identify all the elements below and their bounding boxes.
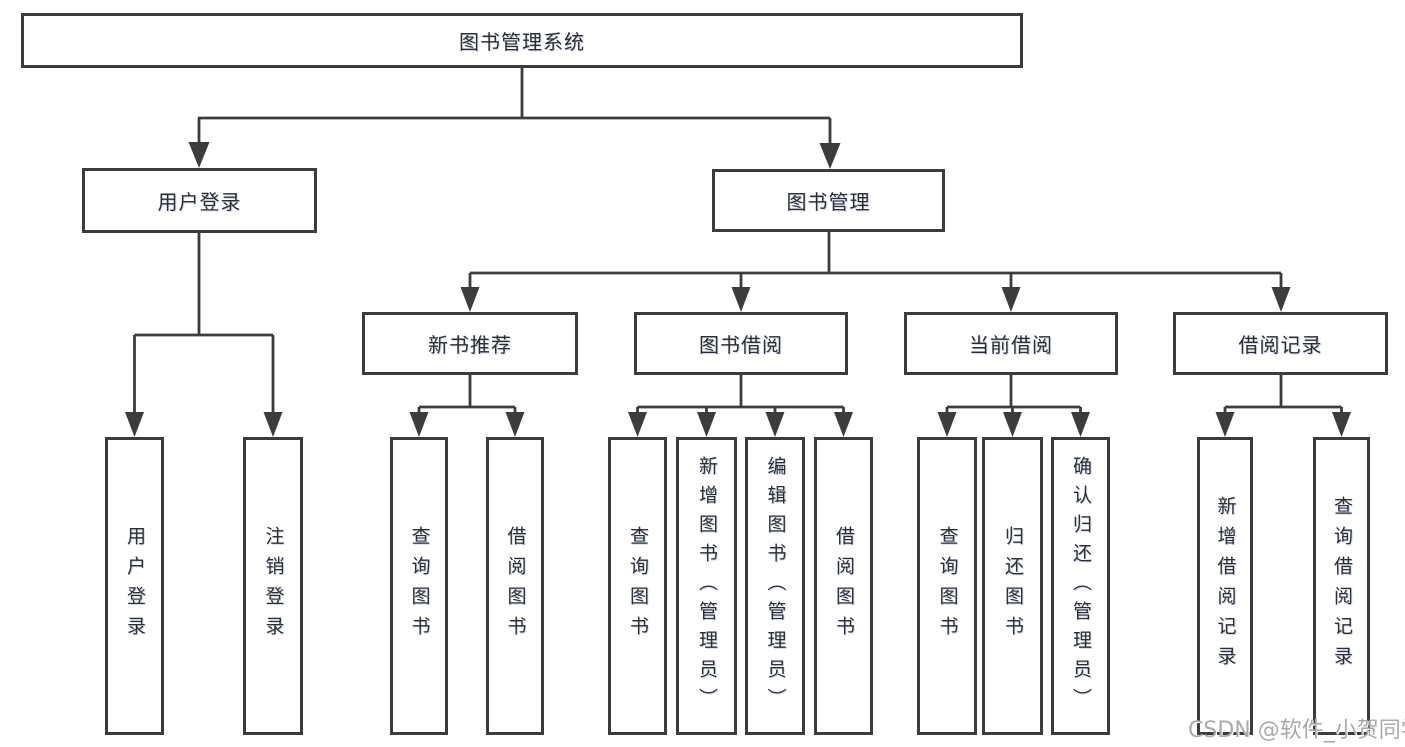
leaf-borrow-book-recommend: 借阅图书 — [486, 437, 544, 735]
leaf-query-book-borrow: 查询图书 — [608, 437, 667, 735]
leaf-user-login: 用户登录 — [105, 437, 164, 735]
leaf-return-book: 归还图书 — [982, 437, 1043, 735]
node-root: 图书管理系统 — [21, 13, 1023, 68]
leaf-logout: 注销登录 — [243, 437, 303, 735]
leaf-edit-book-admin: 编辑图书（管理员） — [745, 437, 805, 735]
node-new-book-recommend: 新书推荐 — [362, 312, 578, 375]
node-current-borrow: 当前借阅 — [904, 312, 1118, 375]
node-user-login: 用户登录 — [82, 168, 317, 233]
leaf-add-book-admin: 新增图书（管理员） — [676, 437, 737, 735]
node-book-management: 图书管理 — [712, 169, 945, 232]
csdn-watermark: CSDN @软件_小贺同学 — [1188, 718, 1405, 743]
leaf-query-book-recommend: 查询图书 — [390, 437, 448, 735]
leaf-borrow-book: 借阅图书 — [814, 437, 873, 735]
leaf-query-borrow-record: 查询借阅记录 — [1313, 437, 1370, 735]
leaf-add-borrow-record: 新增借阅记录 — [1197, 437, 1253, 735]
leaf-query-book-current: 查询图书 — [917, 437, 977, 735]
node-borrow-records: 借阅记录 — [1173, 312, 1388, 375]
leaf-confirm-return-admin: 确认归还（管理员） — [1051, 437, 1110, 735]
node-book-borrow: 图书借阅 — [634, 312, 848, 375]
